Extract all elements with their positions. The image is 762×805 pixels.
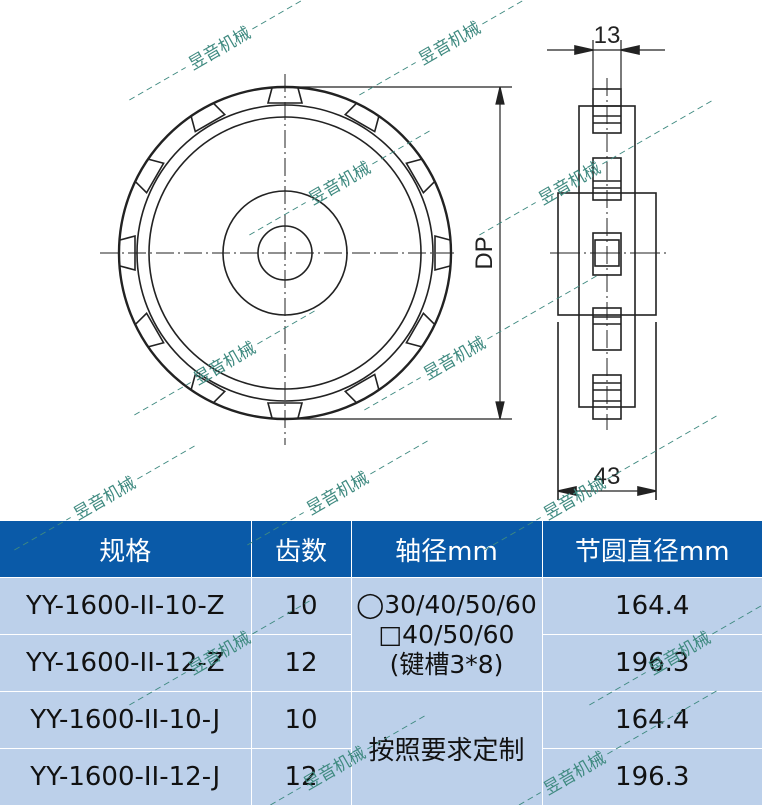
cell-pitch-diameter: 196.3 [542,634,762,692]
table-row: YY-1600-II-12-J 12 196.3 [0,748,762,805]
cell-pitch-diameter: 164.4 [542,691,762,749]
cell-spec: YY-1600-II-10-J [0,691,252,749]
cell-teeth: 12 [251,634,352,692]
width-13-label: 13 [594,22,621,49]
sprocket-drawing: DP [100,22,670,500]
cell-shaft-z: ◯30/40/50/60 □40/50/60 (键槽3*8) [351,577,543,692]
shaft-round-sizes: ◯30/40/50/60 [356,589,537,619]
center-lines [100,74,455,445]
table-row: YY-1600-II-10-Z 10 ◯30/40/50/60 □40/50/6… [0,577,762,692]
header-pitch-diameter: 节圆直径mm [542,521,762,578]
width-43-label: 43 [594,463,621,490]
table-row: YY-1600-II-10-J 10 按照要求定制 164.4 [0,691,762,805]
spec-table: 规格 齿数 轴径mm 节圆直径mm YY-1600-II-10-Z 10 ◯30… [0,521,762,805]
cell-teeth: 10 [251,691,352,749]
cell-teeth: 12 [251,748,352,805]
cell-pitch-diameter: 164.4 [542,577,762,635]
cell-spec: YY-1600-II-12-Z [0,634,252,692]
table-header-row: 规格 齿数 轴径mm 节圆直径mm [0,521,762,578]
shaft-keyway: (键槽3*8) [389,649,504,679]
cell-spec: YY-1600-II-12-J [0,748,252,805]
cell-shaft-j: 按照要求定制 [351,691,543,805]
cell-spec: YY-1600-II-10-Z [0,577,252,635]
header-teeth: 齿数 [251,521,352,578]
cell-pitch-diameter: 196.3 [542,748,762,805]
front-view [100,74,512,445]
shaft-square-sizes: □40/50/60 [378,619,515,649]
table-row: YY-1600-II-12-Z 12 196.3 [0,634,762,692]
cell-teeth: 10 [251,577,352,635]
header-spec: 规格 [0,521,252,578]
header-shaft: 轴径mm [351,521,543,578]
dp-label: DP [471,236,498,269]
side-view [547,40,670,500]
